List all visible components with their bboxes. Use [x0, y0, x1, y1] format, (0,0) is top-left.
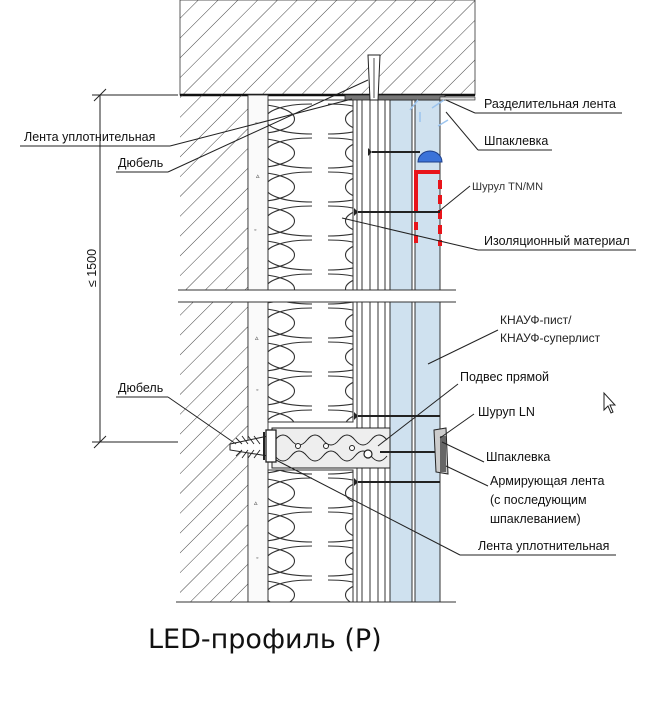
label-direct-hanger: Подвес прямой	[460, 370, 549, 384]
label-insulation: Изоляционный материал	[484, 234, 630, 248]
svg-text:▵: ▵	[256, 173, 260, 180]
break-lines	[176, 289, 456, 603]
insulation-layer	[267, 99, 354, 603]
dimension-label: ≤ 1500	[85, 249, 99, 287]
label-reinforcing-tape-2: (с последующим	[490, 493, 587, 507]
ceiling-slab	[179, 0, 476, 97]
lower-screws	[354, 412, 440, 486]
label-reinforcing-tape-1: Армирующая лента	[490, 474, 605, 488]
label-knauf-sheet: КНАУФ-пист/	[500, 313, 572, 327]
svg-text:◦: ◦	[254, 227, 256, 234]
label-putty-top: Шпаклевка	[484, 134, 548, 148]
direct-hanger	[229, 427, 391, 469]
label-reinforcing-tape-3: шпаклеванием)	[490, 512, 581, 526]
metal-profile	[356, 100, 386, 602]
svg-text:◦: ◦	[256, 555, 258, 562]
label-separating-tape: Разделительная лента	[484, 97, 616, 111]
svg-text:▵: ▵	[255, 335, 259, 342]
label-sealing-tape-bottom: Лента уплотнительная	[478, 539, 609, 553]
label-dowel-bottom: Дюбель	[118, 381, 163, 395]
caption-led-profile: LED-профиль (P)	[148, 624, 382, 655]
mouse-cursor-icon	[603, 391, 617, 414]
label-putty-bottom: Шпаклевка	[486, 450, 550, 464]
leader-lines	[20, 79, 636, 556]
label-sealing-tape-top: Лента уплотнительная	[24, 130, 155, 144]
svg-text:◦: ◦	[256, 387, 258, 394]
upper-screws	[354, 208, 440, 216]
top-junction	[344, 54, 476, 163]
dimension-line	[92, 88, 178, 449]
label-dowel-top: Дюбель	[118, 156, 163, 170]
label-knauf-superlist: КНАУФ-суперлист	[500, 331, 601, 345]
label-screw-tn-mn: Шурул TN/MN	[472, 181, 543, 193]
plaster-layer: ◦ ▵ ◦ ▵ ◦ ▵ ◦	[247, 94, 269, 603]
label-screw-ln: Шуруп LN	[478, 405, 535, 419]
svg-text:▵: ▵	[254, 500, 258, 507]
joint-putty	[433, 427, 449, 475]
masonry-wall	[180, 95, 249, 602]
